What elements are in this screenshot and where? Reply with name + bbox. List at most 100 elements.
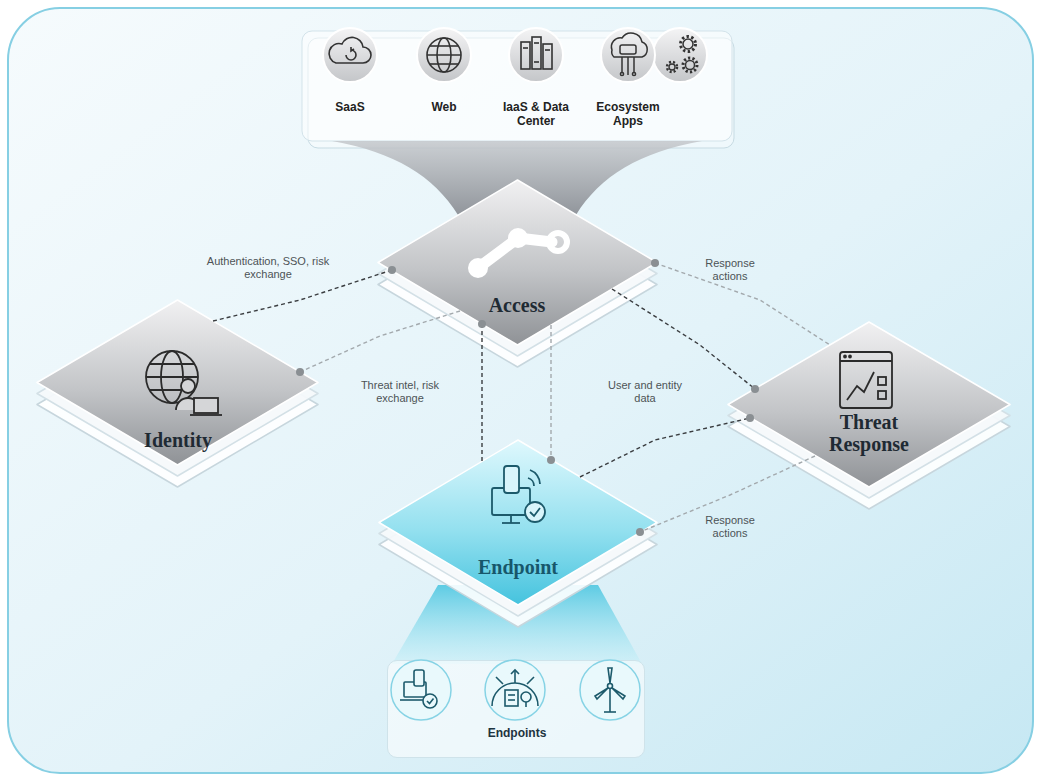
building-icon: [505, 690, 518, 706]
gears-icon: [667, 62, 677, 72]
connector-dot: [296, 368, 304, 376]
server-icon: [532, 37, 541, 69]
platform-label: Endpoint: [443, 556, 593, 578]
node-text-box: Threat Response: [814, 411, 924, 455]
endpoint-icon: [530, 470, 540, 484]
ai-icon: [611, 33, 647, 76]
identity-icon: [150, 363, 194, 365]
service-node: Ecosystem Apps: [583, 26, 673, 138]
cloud-icon: [329, 37, 371, 63]
globe-icon: [427, 38, 461, 72]
identity-icon: [194, 398, 218, 413]
server-icon: [523, 47, 528, 49]
gears-icon: [669, 64, 675, 70]
ai-icon: [611, 33, 647, 57]
service-node: IaaS & Data Center: [491, 26, 581, 138]
panel-label: Endpoints: [447, 726, 587, 740]
dashed-connector: [612, 289, 755, 389]
dashed-connector: [481, 324, 482, 461]
laptop-check-icon: [391, 660, 451, 720]
laptop-check-icon: [391, 660, 451, 720]
service-label: Ecosystem Apps: [587, 100, 669, 128]
platform-diamond: Endpoint: [379, 440, 657, 627]
outer-frame: [8, 8, 1033, 773]
endpoint-icon: [492, 488, 530, 515]
identity-icon: [150, 389, 194, 391]
server-icon: [534, 61, 539, 63]
globe-icon: [427, 38, 461, 72]
access-icon: [549, 233, 567, 251]
diamond-layer: [378, 180, 657, 345]
connector-label: Response actions: [695, 514, 765, 540]
service-label: IaaS & Data Center: [495, 100, 577, 128]
service-label: Web: [403, 100, 485, 114]
threat-response-icon: [878, 391, 886, 399]
threat-response-icon: [840, 360, 892, 362]
identity-icon: [146, 351, 222, 415]
node-text-box: Ecosystem Apps: [587, 100, 669, 128]
platform-diamond: Access: [378, 180, 657, 367]
identity-icon: [181, 379, 195, 393]
connector-dot: [636, 528, 644, 536]
dashed-connector: [580, 418, 750, 477]
connector-dot: [547, 456, 555, 464]
gears-icon: [653, 28, 707, 82]
gears-icon: [686, 61, 695, 70]
wind-turbine-icon: [608, 668, 612, 683]
ai-icon: [632, 72, 635, 75]
laptop-check-icon: [423, 694, 437, 708]
ai-icon: [621, 57, 623, 72]
access-icon: [508, 228, 528, 248]
globe-icon: [437, 38, 451, 72]
endpoint-icon: [528, 478, 534, 486]
building-icon: [496, 677, 503, 684]
service-node: SaaS: [305, 26, 395, 138]
dashed-connector: [213, 270, 392, 321]
platform-label: Access: [442, 294, 592, 316]
threat-response-icon: [849, 356, 851, 358]
node-text-box: Endpoint: [443, 556, 593, 578]
server-icon: [543, 44, 552, 69]
gears-icon: [683, 39, 693, 49]
threat-response-icon: [847, 372, 874, 400]
building-icon: [508, 694, 515, 696]
service-circle: [509, 28, 563, 82]
gears-icon: [683, 58, 697, 72]
connector-label: User and entity data: [598, 379, 693, 405]
ai-icon: [620, 72, 623, 75]
gears-icon: [653, 28, 707, 82]
gears-icon: [681, 37, 696, 52]
connector-label: Authentication, SSO, risk exchange: [203, 255, 333, 281]
globe-icon: [427, 54, 461, 56]
node-text-box: Identity: [103, 429, 253, 451]
platform-diamond: Identity: [37, 300, 318, 487]
cloud-icon: [346, 50, 356, 60]
connector-dot: [651, 259, 659, 267]
connector-dot: [388, 266, 396, 274]
diamond-layer: [379, 440, 657, 605]
building-icon: [485, 660, 545, 720]
building-icon: [492, 670, 538, 707]
endpoint-icon: [504, 466, 519, 493]
connector-label: Threat intel, risk exchange: [355, 379, 445, 405]
laptop-check-icon: [414, 670, 424, 686]
connector-dot: [751, 385, 759, 393]
node-text-box: Web: [403, 100, 485, 114]
wind-turbine-icon: [609, 688, 611, 712]
dashed-connector: [300, 311, 460, 372]
service-node: Web: [399, 26, 489, 138]
identity-icon: [146, 376, 198, 378]
wind-turbine-icon: [608, 684, 613, 689]
threat-response-icon: [878, 377, 886, 385]
building-icon: [511, 670, 519, 674]
platform-label: Identity: [103, 429, 253, 451]
server-icon: [545, 49, 550, 51]
endpoints-panel: Endpoints: [387, 660, 645, 758]
diamond-shape: [378, 180, 657, 367]
connector-label: Response actions: [695, 257, 765, 283]
diamond-layer: [728, 322, 1010, 487]
